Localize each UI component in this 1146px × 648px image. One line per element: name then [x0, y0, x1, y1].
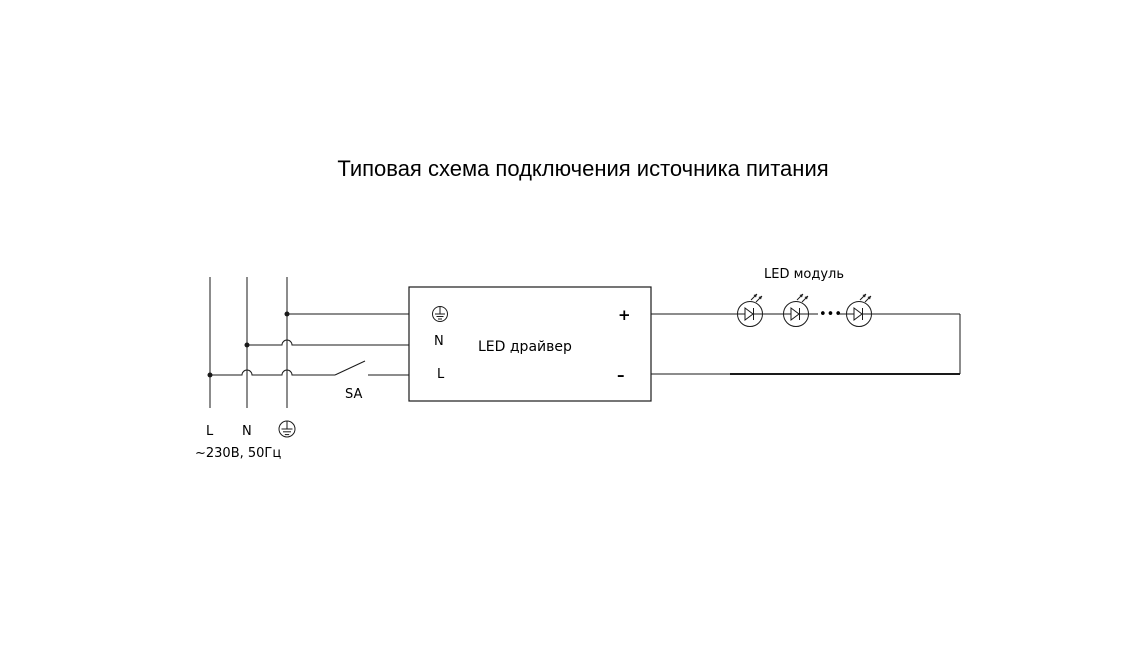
driver-label: LED драйвер — [478, 339, 572, 355]
switch-label: SA — [345, 387, 362, 402]
switch-sa — [334, 360, 409, 376]
driver-plus-sign: + — [618, 306, 631, 324]
led-driver-box — [408, 286, 652, 402]
ground-icon — [432, 306, 448, 322]
supply-spec: ~230В, 50Гц — [195, 446, 281, 461]
driver-terminal-n: N — [434, 334, 444, 349]
page-title: Типовая схема подключения источника пита… — [337, 156, 828, 181]
driver-minus-sign: – — [617, 366, 625, 384]
led-diode-icon — [846, 293, 872, 327]
supply-label-l: L — [206, 424, 214, 439]
junction-n — [244, 342, 250, 348]
junction-l — [207, 372, 213, 378]
junction-pe — [284, 311, 290, 317]
wire-l — [210, 369, 335, 376]
led-chain-ellipsis: ••• — [819, 307, 842, 322]
led-module-label: LED модуль — [764, 267, 844, 282]
driver-terminal-l: L — [437, 367, 445, 382]
ground-icon — [278, 420, 296, 438]
supply-label-n: N — [242, 424, 252, 439]
led-diode-icon — [783, 293, 809, 327]
led-diode-icon — [737, 293, 763, 327]
wire-n — [247, 339, 409, 346]
